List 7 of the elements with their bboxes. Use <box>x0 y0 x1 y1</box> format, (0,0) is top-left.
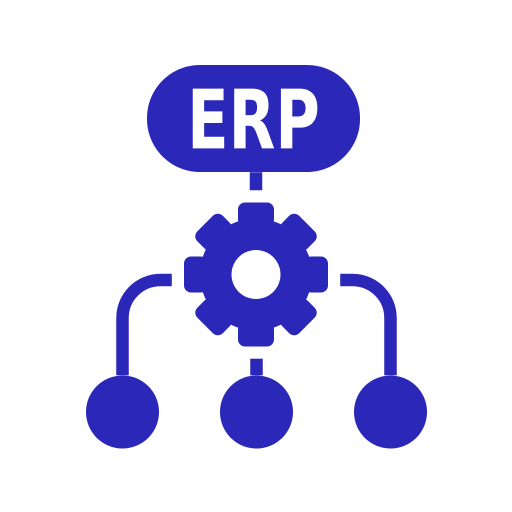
connector-line <box>250 172 262 190</box>
connector-line <box>250 358 263 376</box>
filled-circle <box>354 376 427 448</box>
filled-circle <box>220 376 293 448</box>
filled-circle <box>86 376 159 448</box>
gear-icon <box>184 202 328 346</box>
rounded-box: ERP <box>147 65 360 172</box>
